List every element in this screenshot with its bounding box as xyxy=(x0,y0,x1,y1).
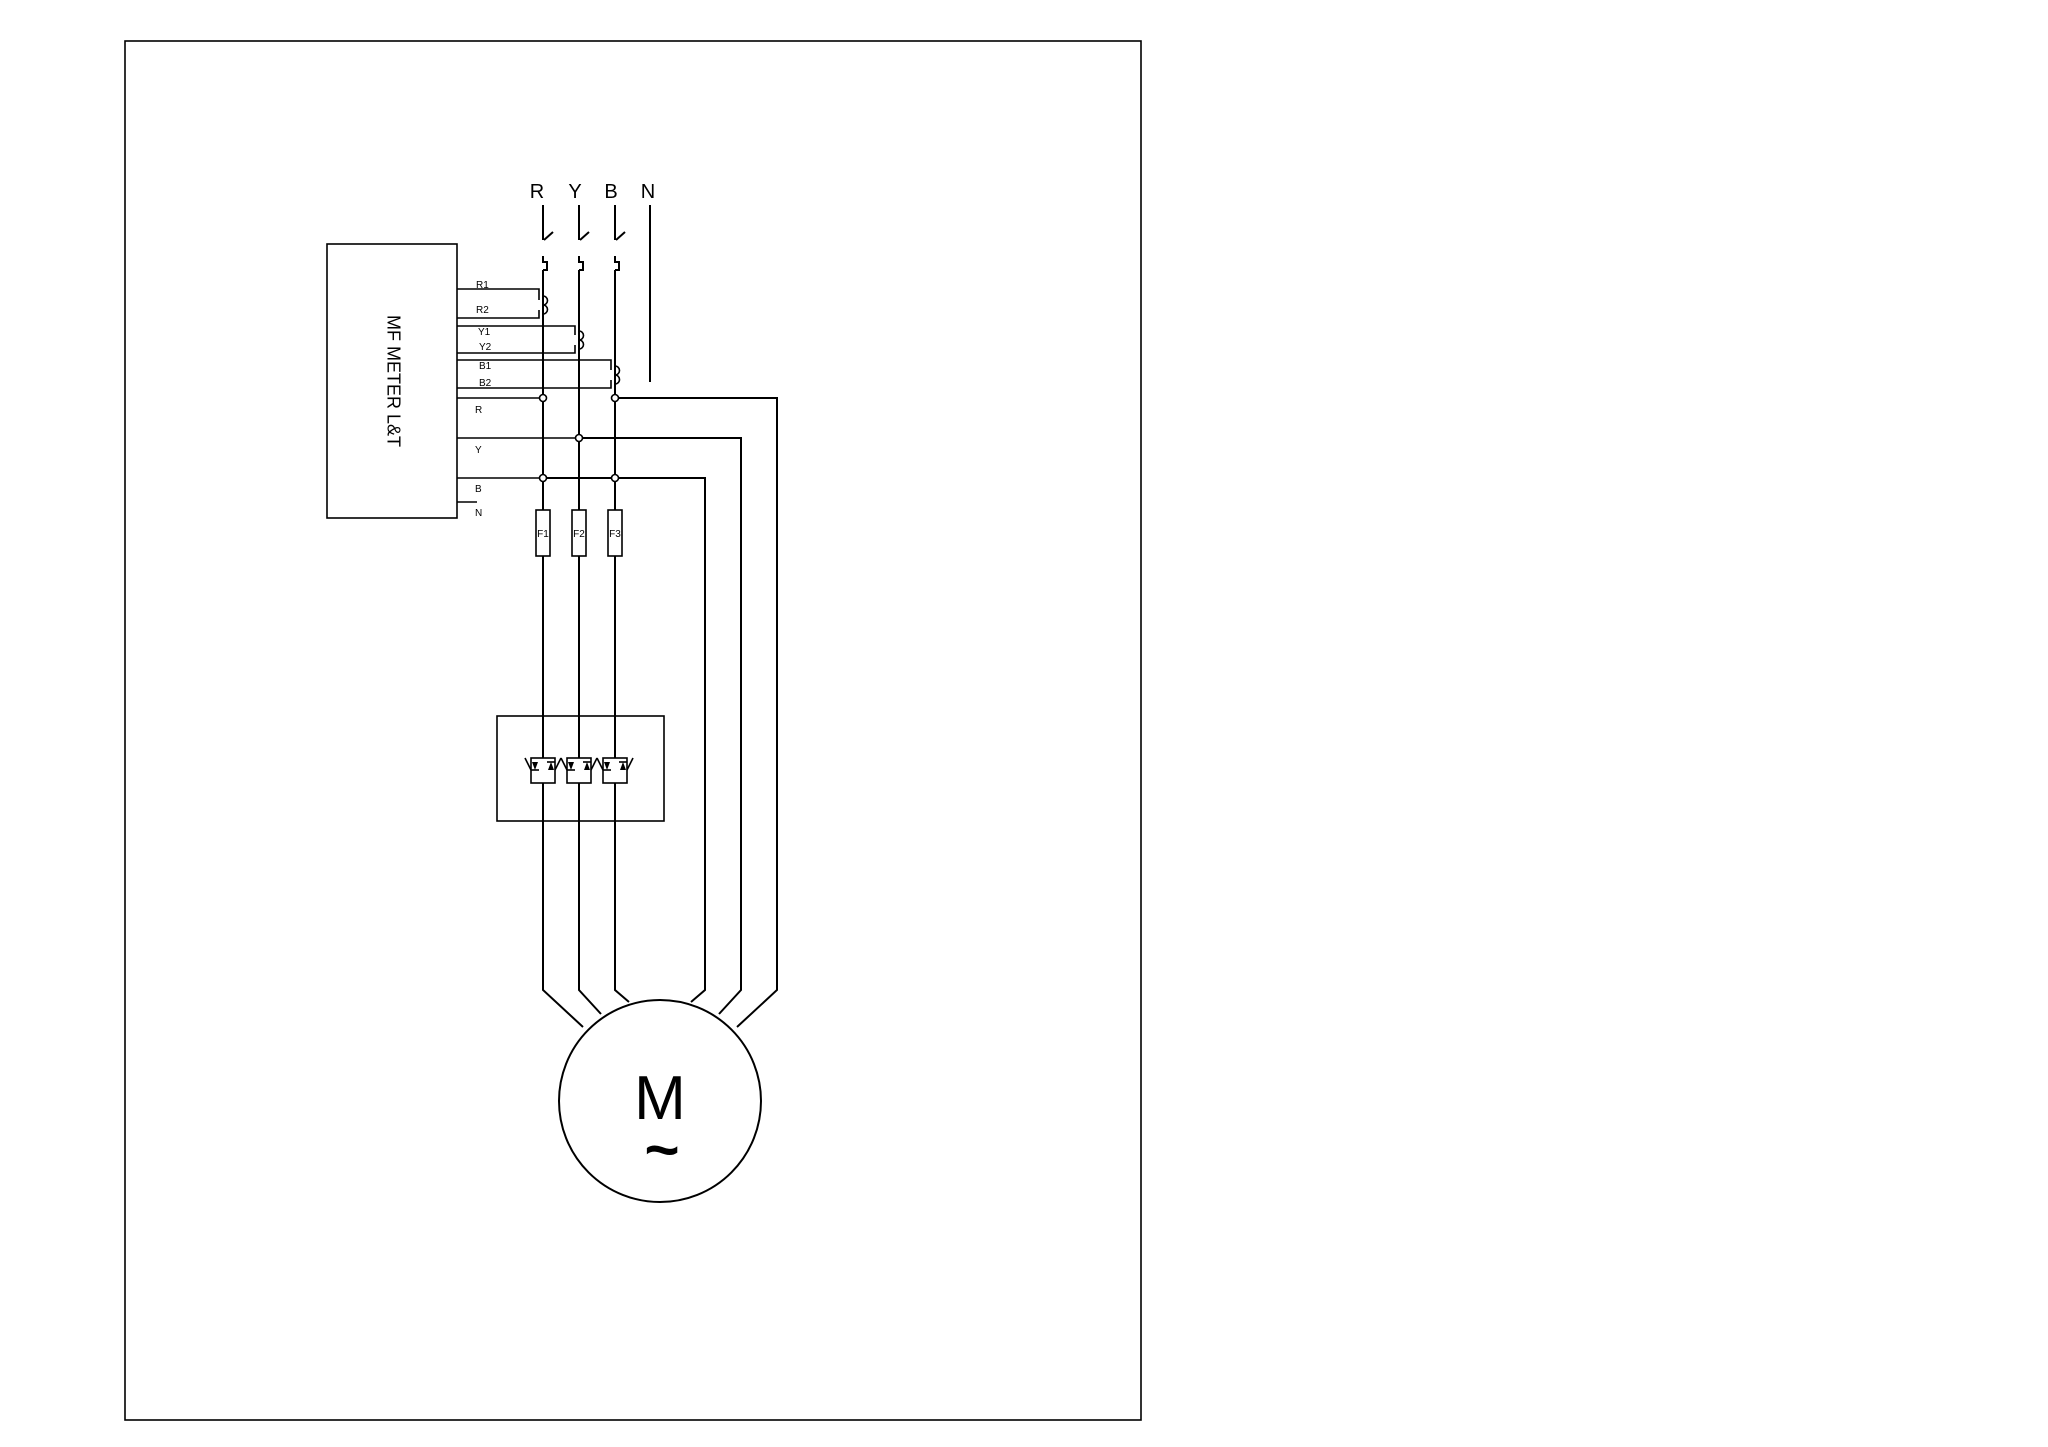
soft-starter-box xyxy=(496,715,665,822)
phase-label-r: R xyxy=(530,181,544,203)
terminal-label-y1: Y1 xyxy=(478,327,491,338)
motor-label: M xyxy=(634,1064,686,1133)
ct-coil-r xyxy=(542,295,549,315)
thyristor-pair-y xyxy=(560,757,598,784)
terminal-label-y2: Y2 xyxy=(479,342,492,353)
fuse-f2: F2 xyxy=(571,509,587,557)
terminal-label-r1: R1 xyxy=(476,280,489,291)
junction-dot xyxy=(574,433,584,443)
junction-dot xyxy=(610,473,620,483)
ct-wire-b2 xyxy=(457,380,612,389)
phase-label-y: Y xyxy=(568,181,581,203)
terminal-label-r: R xyxy=(475,405,482,416)
ct-wire-y2 xyxy=(457,345,576,354)
phase-label-n: N xyxy=(641,181,655,203)
phase-label-b: B xyxy=(604,181,617,203)
junction-dot xyxy=(538,393,548,403)
svg-text:F3: F3 xyxy=(609,529,621,540)
motor-wire-outer xyxy=(615,397,778,1028)
phase-line-y xyxy=(578,270,602,1015)
ct-wire-b1 xyxy=(457,359,612,370)
switch-y xyxy=(578,205,590,271)
ct-wire-r1 xyxy=(457,288,540,300)
terminal-label-b1: B1 xyxy=(479,361,492,372)
motor-wire-middle xyxy=(579,437,742,1015)
junction-dot xyxy=(538,473,548,483)
mf-meter-box xyxy=(326,243,458,519)
motor-circle xyxy=(558,999,762,1203)
thyristor-pair-r xyxy=(524,757,562,784)
fuse-f1: F1 xyxy=(535,509,551,557)
switch-r xyxy=(542,205,554,271)
thyristor-pair-b xyxy=(596,757,634,784)
terminal-label-r2: R2 xyxy=(476,305,489,316)
terminal-label-y: Y xyxy=(475,445,482,456)
phase-line-r xyxy=(542,270,584,1028)
ct-coil-b xyxy=(614,365,621,385)
svg-text:F2: F2 xyxy=(573,529,585,540)
ct-wire-r2 xyxy=(457,310,540,319)
terminal-label-n: N xyxy=(475,508,482,519)
ct-coil-y xyxy=(578,330,585,350)
terminal-label-b2: B2 xyxy=(479,378,492,389)
svg-text:F1: F1 xyxy=(537,529,549,540)
fuse-f3: F3 xyxy=(607,509,623,557)
switch-b xyxy=(614,205,626,271)
mf-meter-label: MF METER L&T xyxy=(383,315,403,447)
motor-wire-inner xyxy=(543,477,706,1003)
sheet-border xyxy=(124,40,1142,1421)
motor-ac-symbol: ~ xyxy=(644,1116,679,1183)
terminal-label-b: B xyxy=(475,484,482,495)
ct-wire-y1 xyxy=(457,325,576,335)
junction-dot xyxy=(610,393,620,403)
phase-line-b xyxy=(614,270,630,1003)
